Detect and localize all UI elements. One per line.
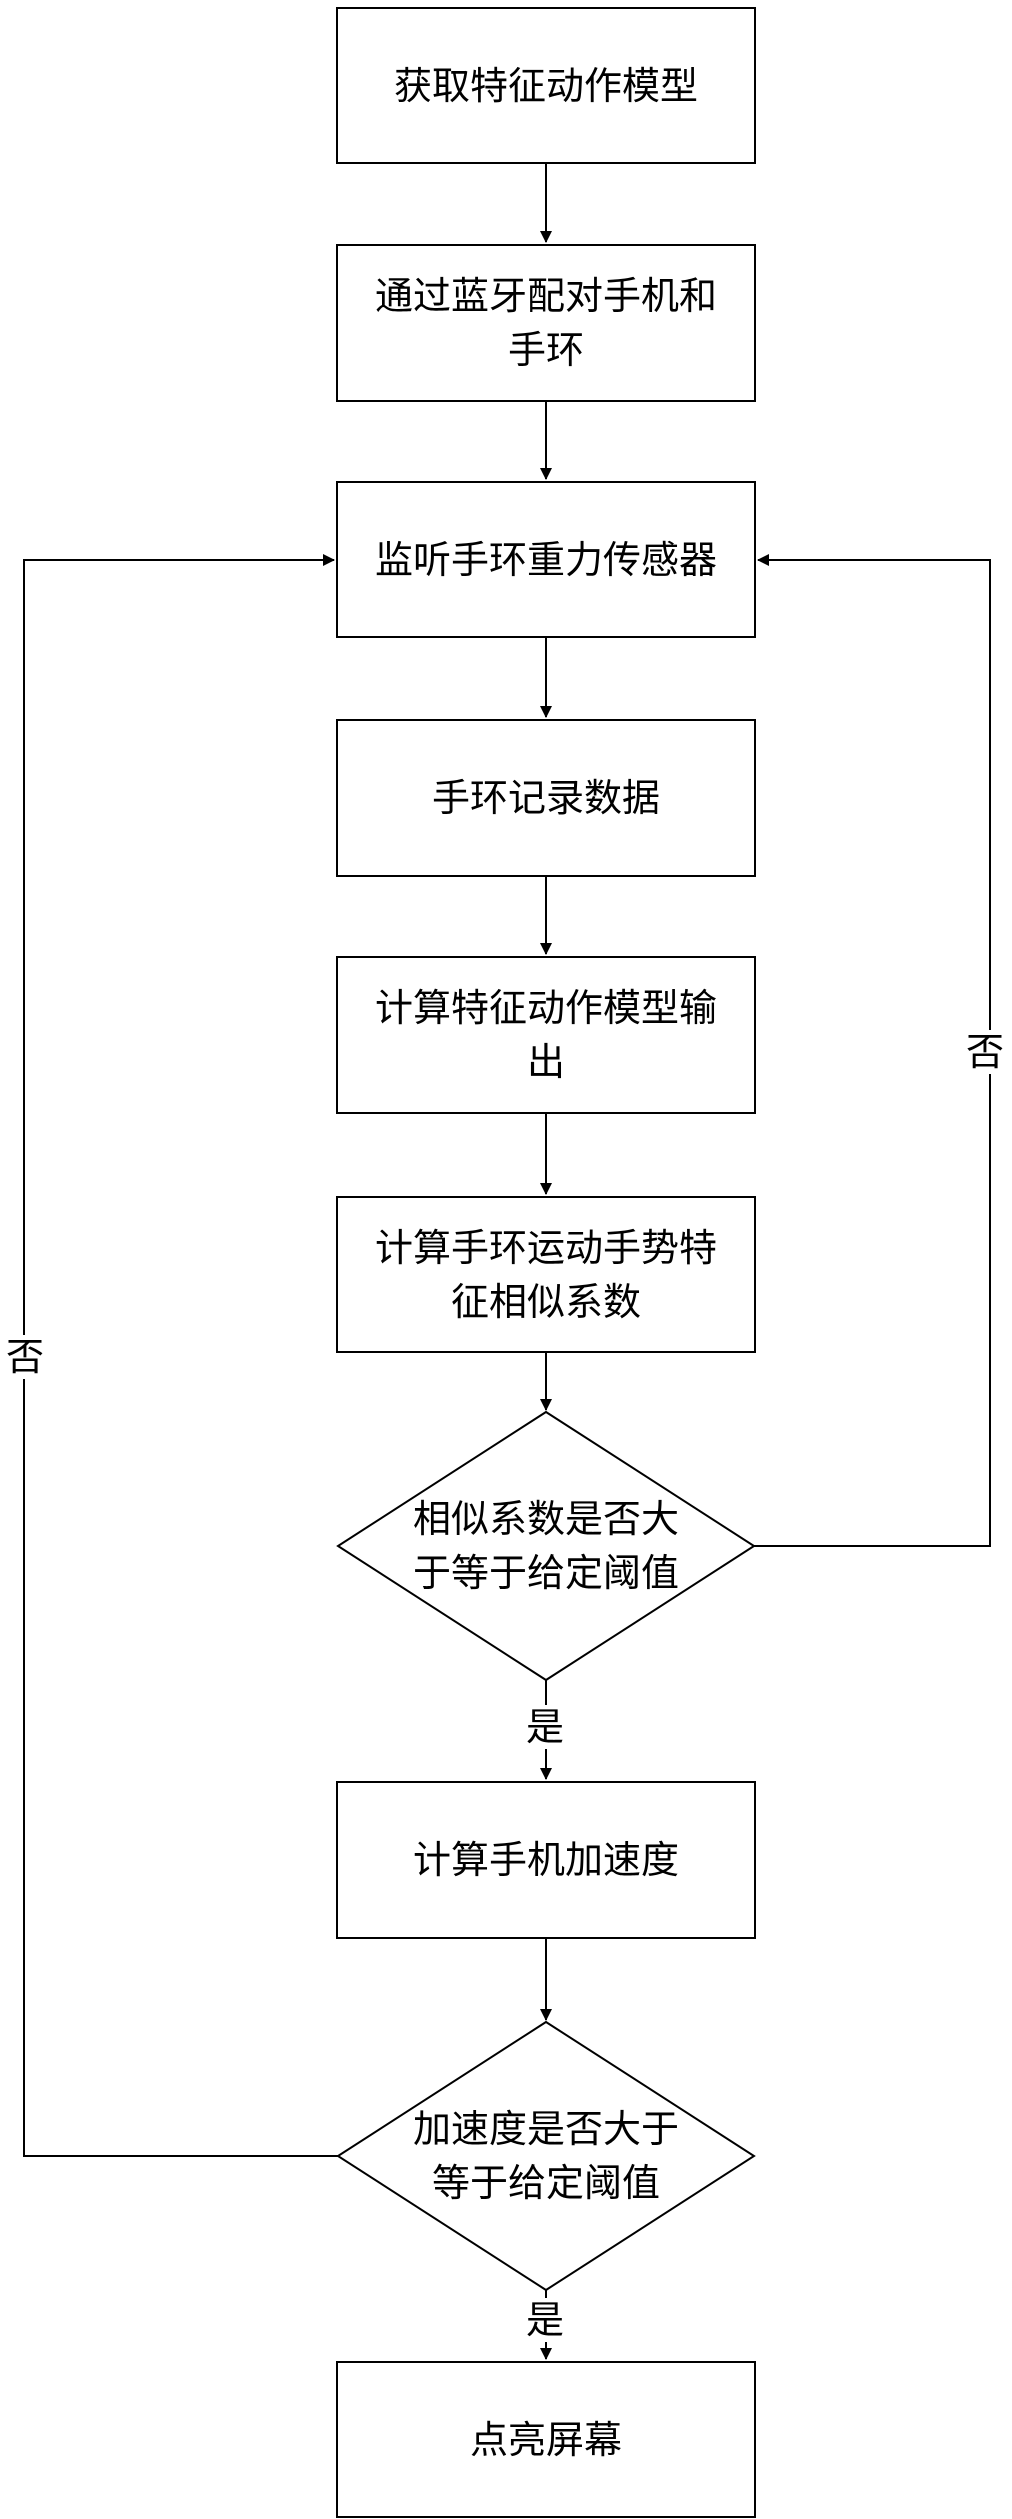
node-calc-model-output: 计算特征动作模型输出 (336, 956, 756, 1114)
node-light-screen: 点亮屏幕 (336, 2361, 756, 2518)
edge-label-similarity-yes: 是 (526, 1705, 565, 1749)
edge-label-accel-yes: 是 (526, 2298, 565, 2342)
node-calc-similarity: 计算手环运动手势特征相似系数 (336, 1196, 756, 1353)
node-pair-bluetooth: 通过蓝牙配对手机和手环 (336, 244, 756, 402)
edge-label-accel-no: 否 (6, 1335, 45, 1379)
node-check-accel-label: 加速度是否大于等于给定阈值 (412, 2107, 679, 2205)
edge-label-similarity-no: 否 (966, 1030, 1005, 1074)
node-get-model: 获取特征动作模型 (336, 7, 756, 164)
node-listen-sensor: 监听手环重力传感器 (336, 481, 756, 638)
edge-check-similarity-no (754, 554, 991, 1547)
node-record-data: 手环记录数据 (336, 719, 756, 877)
node-calc-phone-accel: 计算手机加速度 (336, 1781, 756, 1939)
edge-check-accel-no (23, 554, 338, 2157)
node-check-similarity-label: 相似系数是否大于等于给定阈值 (412, 1497, 679, 1595)
